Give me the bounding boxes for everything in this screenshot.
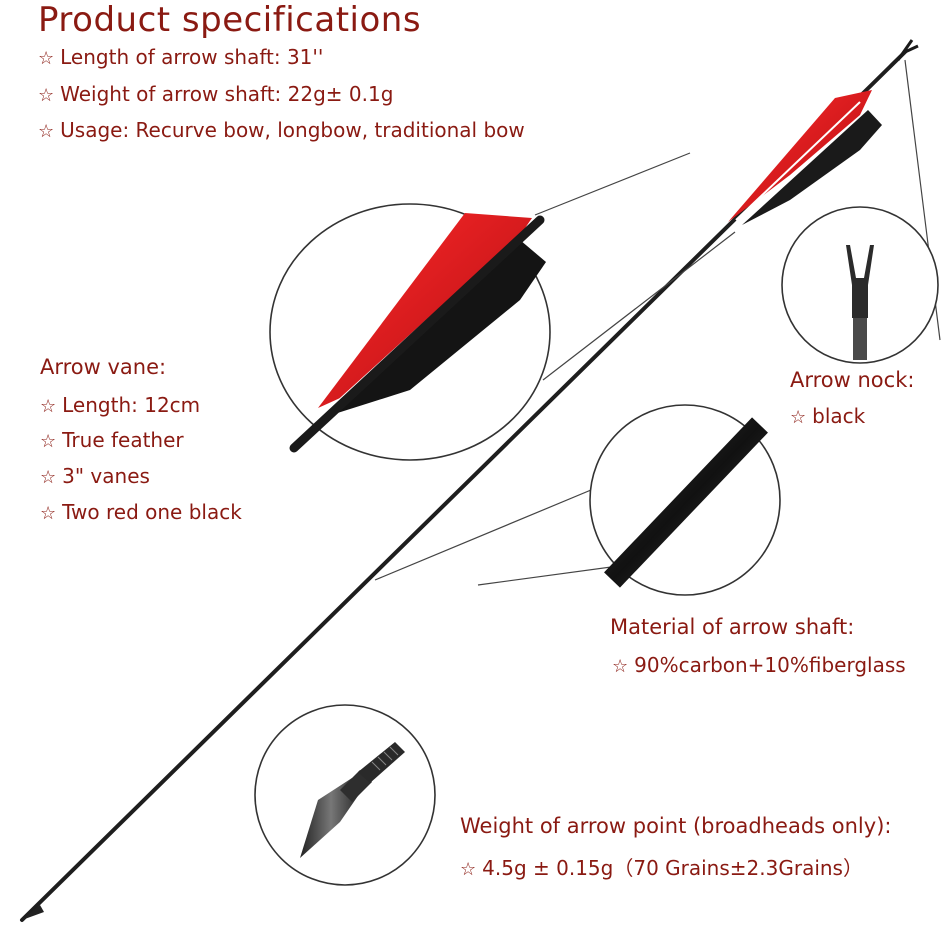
star-outline-icon: ☆ (38, 85, 55, 106)
star-outline-icon: ☆ (612, 656, 629, 677)
main-tip (22, 905, 44, 920)
star-outline-icon: ☆ (38, 48, 55, 69)
star-outline-icon: ☆ (40, 431, 57, 452)
spec-length: ☆Length of arrow shaft: 31'' (38, 45, 324, 69)
product-specs-title: Product specifications (38, 0, 422, 40)
main-feather-black (742, 110, 882, 225)
star-outline-icon: ☆ (40, 467, 57, 488)
vane-length: ☆Length: 12cm (40, 393, 201, 417)
star-outline-icon: ☆ (38, 121, 55, 142)
nock-color: ☆black (790, 404, 866, 428)
vane-size: ☆3" vanes (40, 464, 150, 488)
shaft-zoom (589, 404, 781, 596)
main-nock (896, 39, 919, 61)
star-outline-icon: ☆ (40, 503, 57, 524)
shaft-material-value: ☆90%carbon+10%fiberglass (612, 653, 906, 677)
vane-feather: ☆True feather (40, 428, 184, 452)
main-feather-red (728, 90, 872, 222)
vane-zoom (269, 203, 551, 461)
star-outline-icon: ☆ (40, 396, 57, 417)
spec-usage: ☆Usage: Recurve bow, longbow, traditiona… (38, 118, 525, 142)
zoom-shaft (604, 417, 768, 588)
shaft-material-heading: Material of arrow shaft: (610, 615, 855, 639)
arrow-nock-heading: Arrow nock: (790, 368, 915, 392)
nock-zoom (781, 206, 939, 364)
spec-weight: ☆Weight of arrow shaft: 22g± 0.1g (38, 82, 394, 106)
point-zoom (254, 704, 436, 886)
main-arrow (20, 39, 919, 922)
arrow-point-heading: Weight of arrow point (broadheads only): (460, 814, 892, 838)
arrow-point-weight: ☆4.5g ± 0.15g（70 Grains±2.3Grains） (460, 856, 863, 880)
zoom-feather-red (318, 213, 532, 408)
vane-colors: ☆Two red one black (40, 500, 242, 524)
zoom-broadhead (300, 778, 362, 858)
arrow-vane-heading: Arrow vane: (40, 355, 167, 379)
star-outline-icon: ☆ (460, 859, 477, 880)
star-outline-icon: ☆ (790, 407, 807, 428)
